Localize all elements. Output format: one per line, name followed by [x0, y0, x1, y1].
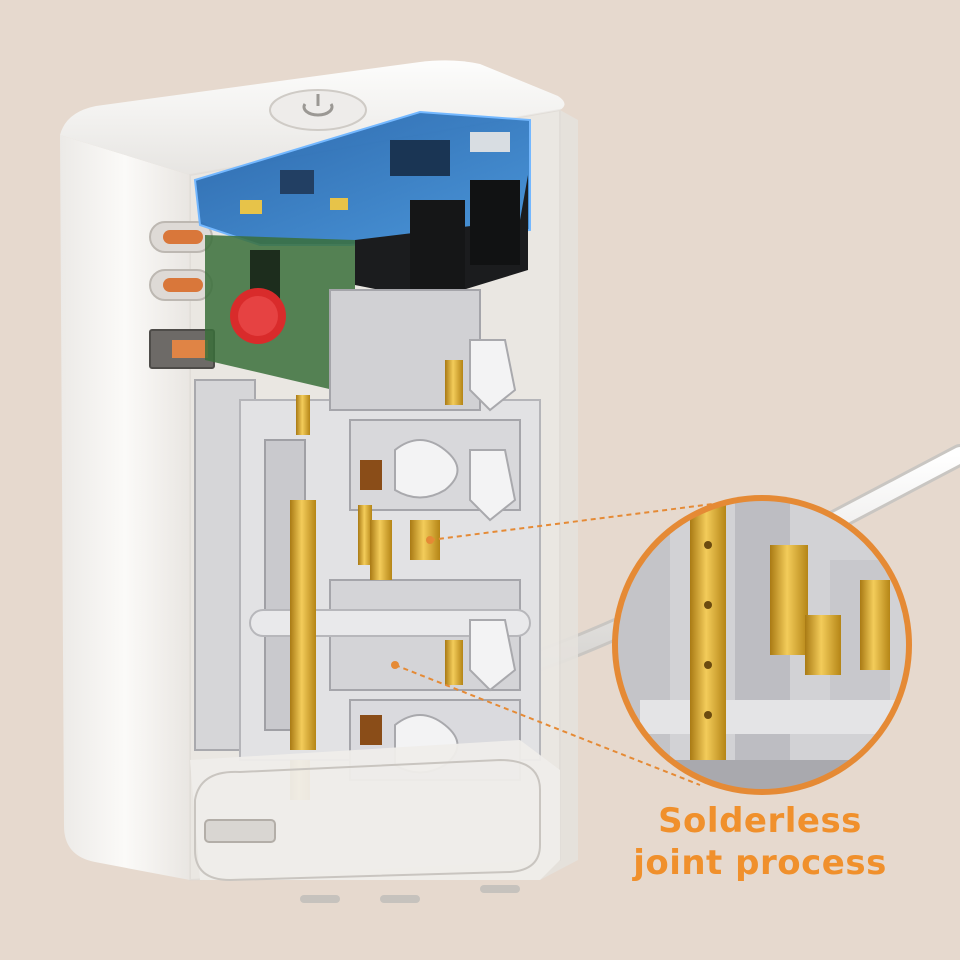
callout-lines: [391, 497, 761, 786]
relay-blocks: [355, 175, 528, 300]
shell-left-face: [60, 135, 190, 880]
usb-charger-pcb: [205, 235, 355, 395]
caption-line-2: joint process: [633, 843, 887, 883]
socket-clips: [394, 339, 517, 774]
power-button[interactable]: [269, 89, 367, 131]
shell-base: [190, 740, 560, 903]
feature-caption: Solderless joint process: [610, 800, 910, 884]
zoom-detail: [612, 495, 912, 795]
power-icon: [302, 103, 334, 117]
usb-a-port[interactable]: [149, 329, 215, 369]
usb-c-port-2[interactable]: [149, 269, 213, 301]
caption-line-1: Solderless: [658, 801, 862, 841]
